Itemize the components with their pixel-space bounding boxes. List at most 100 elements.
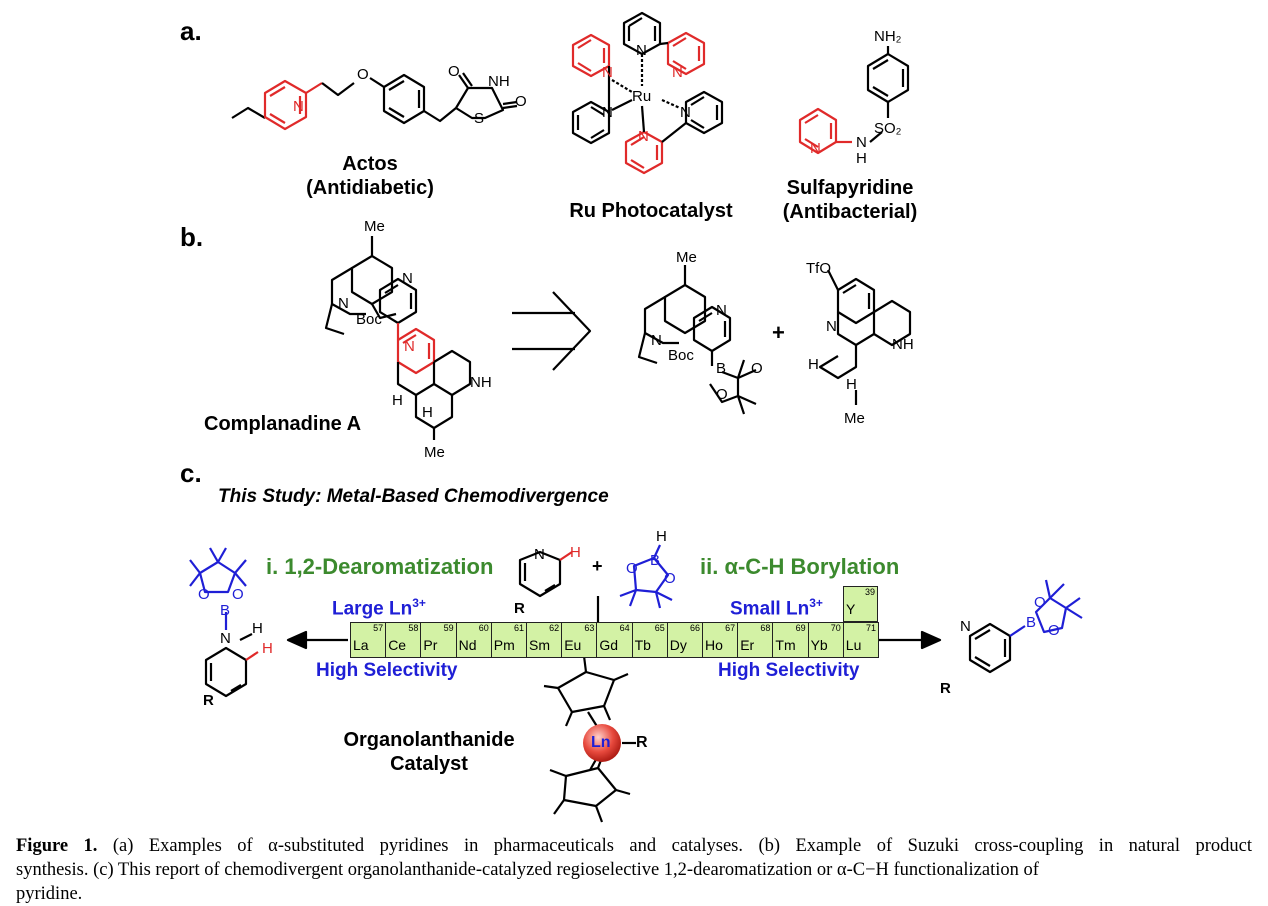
ru-n1: N xyxy=(636,42,647,59)
frag2-n: N xyxy=(826,318,837,335)
ru-n2: N xyxy=(672,64,683,81)
sulfa-so2: SO₂ xyxy=(874,120,902,137)
pt-num: 67 xyxy=(725,623,736,633)
frag1-boc: Boc xyxy=(668,347,694,364)
frag1-n-bridge: N xyxy=(651,332,662,349)
figure-caption: Figure 1. (a) Examples of α-substituted … xyxy=(16,834,1252,906)
frag1-o1: O xyxy=(751,360,763,377)
pt-sym: Pr xyxy=(423,637,438,653)
mid-hb-h: H xyxy=(656,528,667,545)
sulfa-name: Sulfapyridine xyxy=(786,177,914,199)
frag1-o2: O xyxy=(716,386,728,403)
actos-s: S xyxy=(474,110,485,127)
pt-num: 64 xyxy=(619,623,630,633)
ru-label: Ru xyxy=(632,88,652,105)
left-r: R xyxy=(203,692,214,709)
right-n: N xyxy=(960,618,971,635)
mid-plus: + xyxy=(592,556,603,576)
left-n: N xyxy=(220,630,231,647)
large-ln-label: Large Ln3+ xyxy=(332,596,426,620)
dearomatization-title: i. 1,2-Dearomatization xyxy=(266,554,494,579)
left-h-black: H xyxy=(252,620,263,637)
catalyst-line2: Catalyst xyxy=(390,753,468,775)
pt-sym-y: Y xyxy=(846,601,856,617)
large-ln-text: Large Ln xyxy=(332,598,413,620)
pt-num: 61 xyxy=(513,623,524,633)
right-selectivity: High Selectivity xyxy=(718,660,860,681)
pt-sym: Ho xyxy=(705,637,723,653)
frag2-tfo: TfO xyxy=(806,260,831,277)
frag1-me: Me xyxy=(676,249,697,266)
pt-num: 65 xyxy=(654,623,665,633)
sulfa-n-ring: N xyxy=(810,140,821,157)
complanadine-n-py: N xyxy=(402,270,413,287)
pt-sym: Lu xyxy=(845,637,862,653)
large-ln-charge: 3+ xyxy=(412,596,426,610)
complanadine-h2: H xyxy=(422,404,433,421)
pt-sym: Gd xyxy=(599,637,619,653)
left-b: B xyxy=(220,602,231,619)
small-ln-label: Small Ln3+ xyxy=(730,596,823,620)
ln-label: Ln xyxy=(591,734,611,751)
pt-cell-y: 39 Y xyxy=(843,586,878,622)
frag1-b: B xyxy=(716,360,727,377)
ru-n4: N xyxy=(602,104,613,121)
panel-a-label: a. xyxy=(180,16,202,46)
frag2-me: Me xyxy=(844,410,865,427)
pt-num: 71 xyxy=(865,623,876,633)
pt-sym: Tb xyxy=(634,637,651,653)
mid-r: R xyxy=(514,600,525,617)
pt-sym: Yb xyxy=(810,637,828,653)
actos-o2: O xyxy=(448,63,460,80)
panel-c-label: c. xyxy=(180,458,202,488)
frag2-nh: NH xyxy=(892,336,914,353)
complanadine-nh: NH xyxy=(470,374,492,391)
complanadine-name: Complanadine A xyxy=(204,413,362,435)
ru-name: Ru Photocatalyst xyxy=(569,200,733,222)
caption-line1: Figure 1. (a) Examples of α-substituted … xyxy=(16,834,1252,858)
pt-sym: Eu xyxy=(564,637,582,653)
pt-num: 70 xyxy=(830,623,841,633)
actos-o3: O xyxy=(515,93,527,110)
complanadine-n-red: N xyxy=(404,338,415,355)
complanadine-me-top: Me xyxy=(364,218,385,235)
plus-b: + xyxy=(772,320,785,345)
ln-sphere xyxy=(583,724,621,762)
actos-name: Actos xyxy=(342,153,398,175)
caption-label: Figure 1. xyxy=(16,836,98,856)
pt-sym: Pm xyxy=(493,637,515,653)
actos-use: (Antidiabetic) xyxy=(306,177,434,199)
pt-num: 63 xyxy=(584,623,595,633)
catalyst-r: R xyxy=(636,734,648,751)
pt-sym: Dy xyxy=(669,637,687,653)
pt-num: 68 xyxy=(760,623,771,633)
right-o2: O xyxy=(1048,622,1060,639)
caption-line2: synthesis. (c) This report of chemodiver… xyxy=(16,860,1039,880)
mid-hb-b: B xyxy=(650,552,661,569)
pt-num: 69 xyxy=(795,623,806,633)
left-o1: O xyxy=(198,586,210,603)
left-selectivity: High Selectivity xyxy=(316,660,458,681)
complanadine-boc: Boc xyxy=(356,311,382,328)
caption-line3: pyridine. xyxy=(16,884,83,904)
complanadine-h1: H xyxy=(392,392,403,409)
pt-num: 59 xyxy=(443,623,454,633)
complanadine-n-bridge: N xyxy=(338,295,349,312)
frag1-n-py: N xyxy=(716,302,727,319)
sulfa-use: (Antibacterial) xyxy=(782,201,918,223)
frag2-h1: H xyxy=(808,356,819,373)
ru-n6: N xyxy=(638,128,649,145)
complanadine-me-bottom: Me xyxy=(424,444,445,461)
